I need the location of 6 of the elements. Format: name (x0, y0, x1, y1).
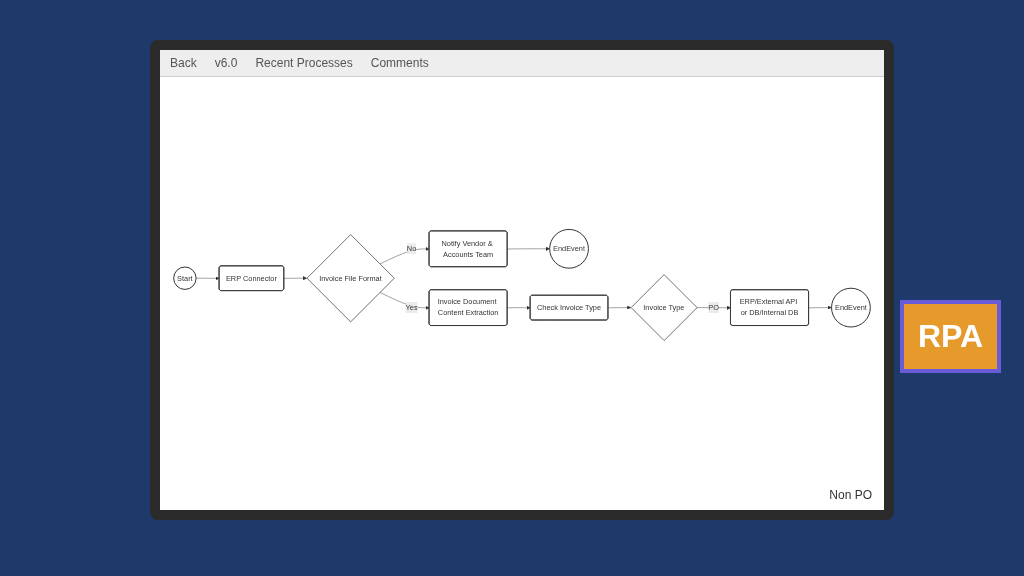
branch-note: Non PO (829, 488, 872, 502)
version-tag: v6.0 (214, 56, 238, 70)
comments-link: Comments (370, 56, 429, 70)
recent-processes-link: Recent Processes (255, 56, 353, 70)
back-link: Back (170, 56, 197, 70)
sign-label: RPA (900, 300, 1002, 373)
